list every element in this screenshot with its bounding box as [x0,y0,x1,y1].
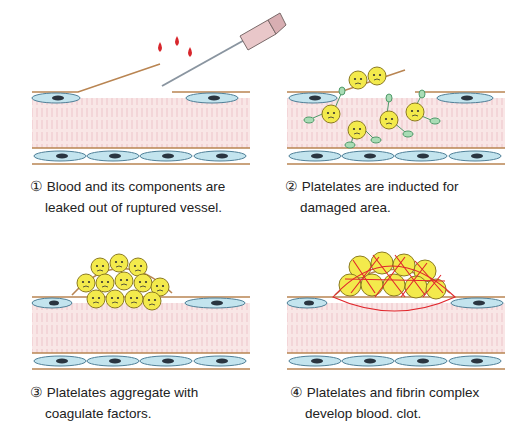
vessel-wall-top [415,91,505,93]
vessel-wall-bottom [32,148,250,164]
vessel-wall-bottom [32,353,250,369]
endothelial-cell [287,298,327,308]
blood-plasma [32,303,250,353]
platelet-cluster [77,254,169,310]
cell-nucleus [208,96,220,101]
platelet [368,67,386,85]
platelet [406,103,424,121]
panel-platelet-aggregation [32,254,250,369]
pseudopods [304,87,440,148]
cell-nucleus [304,301,314,306]
blood-plasma [32,98,250,148]
platelet [322,105,340,123]
torn-vessel-flap [72,268,172,295]
panel-blood-clot [287,252,505,369]
blood-drop [158,42,162,52]
platelet [349,71,367,89]
cell-nucleus [49,301,59,306]
platelet [380,111,398,129]
blood-drop [188,47,192,57]
endothelial-cell [451,298,503,308]
cell-nucleus [461,96,473,101]
platelet [348,121,366,139]
needle [162,38,248,86]
panel-ruptured-vessel [32,13,286,164]
endothelial-cell [185,298,245,308]
vessel-wall-bottom [287,353,505,369]
endothelial-cell [186,93,238,103]
syringe-plunger [268,13,286,34]
panel-platelet-recruitment [287,67,505,164]
endothelial-cell [437,93,493,103]
cell-nucleus [211,301,223,306]
platelet-cluster [339,252,446,299]
caption-text: ① Blood and its components are leaked ou… [30,176,258,218]
vessel-wall-bottom [287,148,505,164]
fibrin-mesh [333,255,455,311]
blood-drop [175,36,179,46]
cell-nucleus [473,301,485,306]
blood-plasma [287,98,505,148]
caption-text: ④ Platelates and fibrin complex develop … [290,382,508,424]
cell-nucleus [309,96,321,101]
endothelial-cell [32,298,72,308]
endothelial-cell [32,93,80,103]
torn-vessel-wall [287,70,405,92]
torn-vessel-wall [32,64,160,92]
endothelial-cell [289,93,337,103]
vessel-wall-top [287,296,505,298]
caption-text: ③ Platelates aggregate with coagulate fa… [30,382,258,424]
cell-nucleus [52,96,64,101]
caption-text: ② Platelates are inducted for damaged ar… [285,176,507,218]
